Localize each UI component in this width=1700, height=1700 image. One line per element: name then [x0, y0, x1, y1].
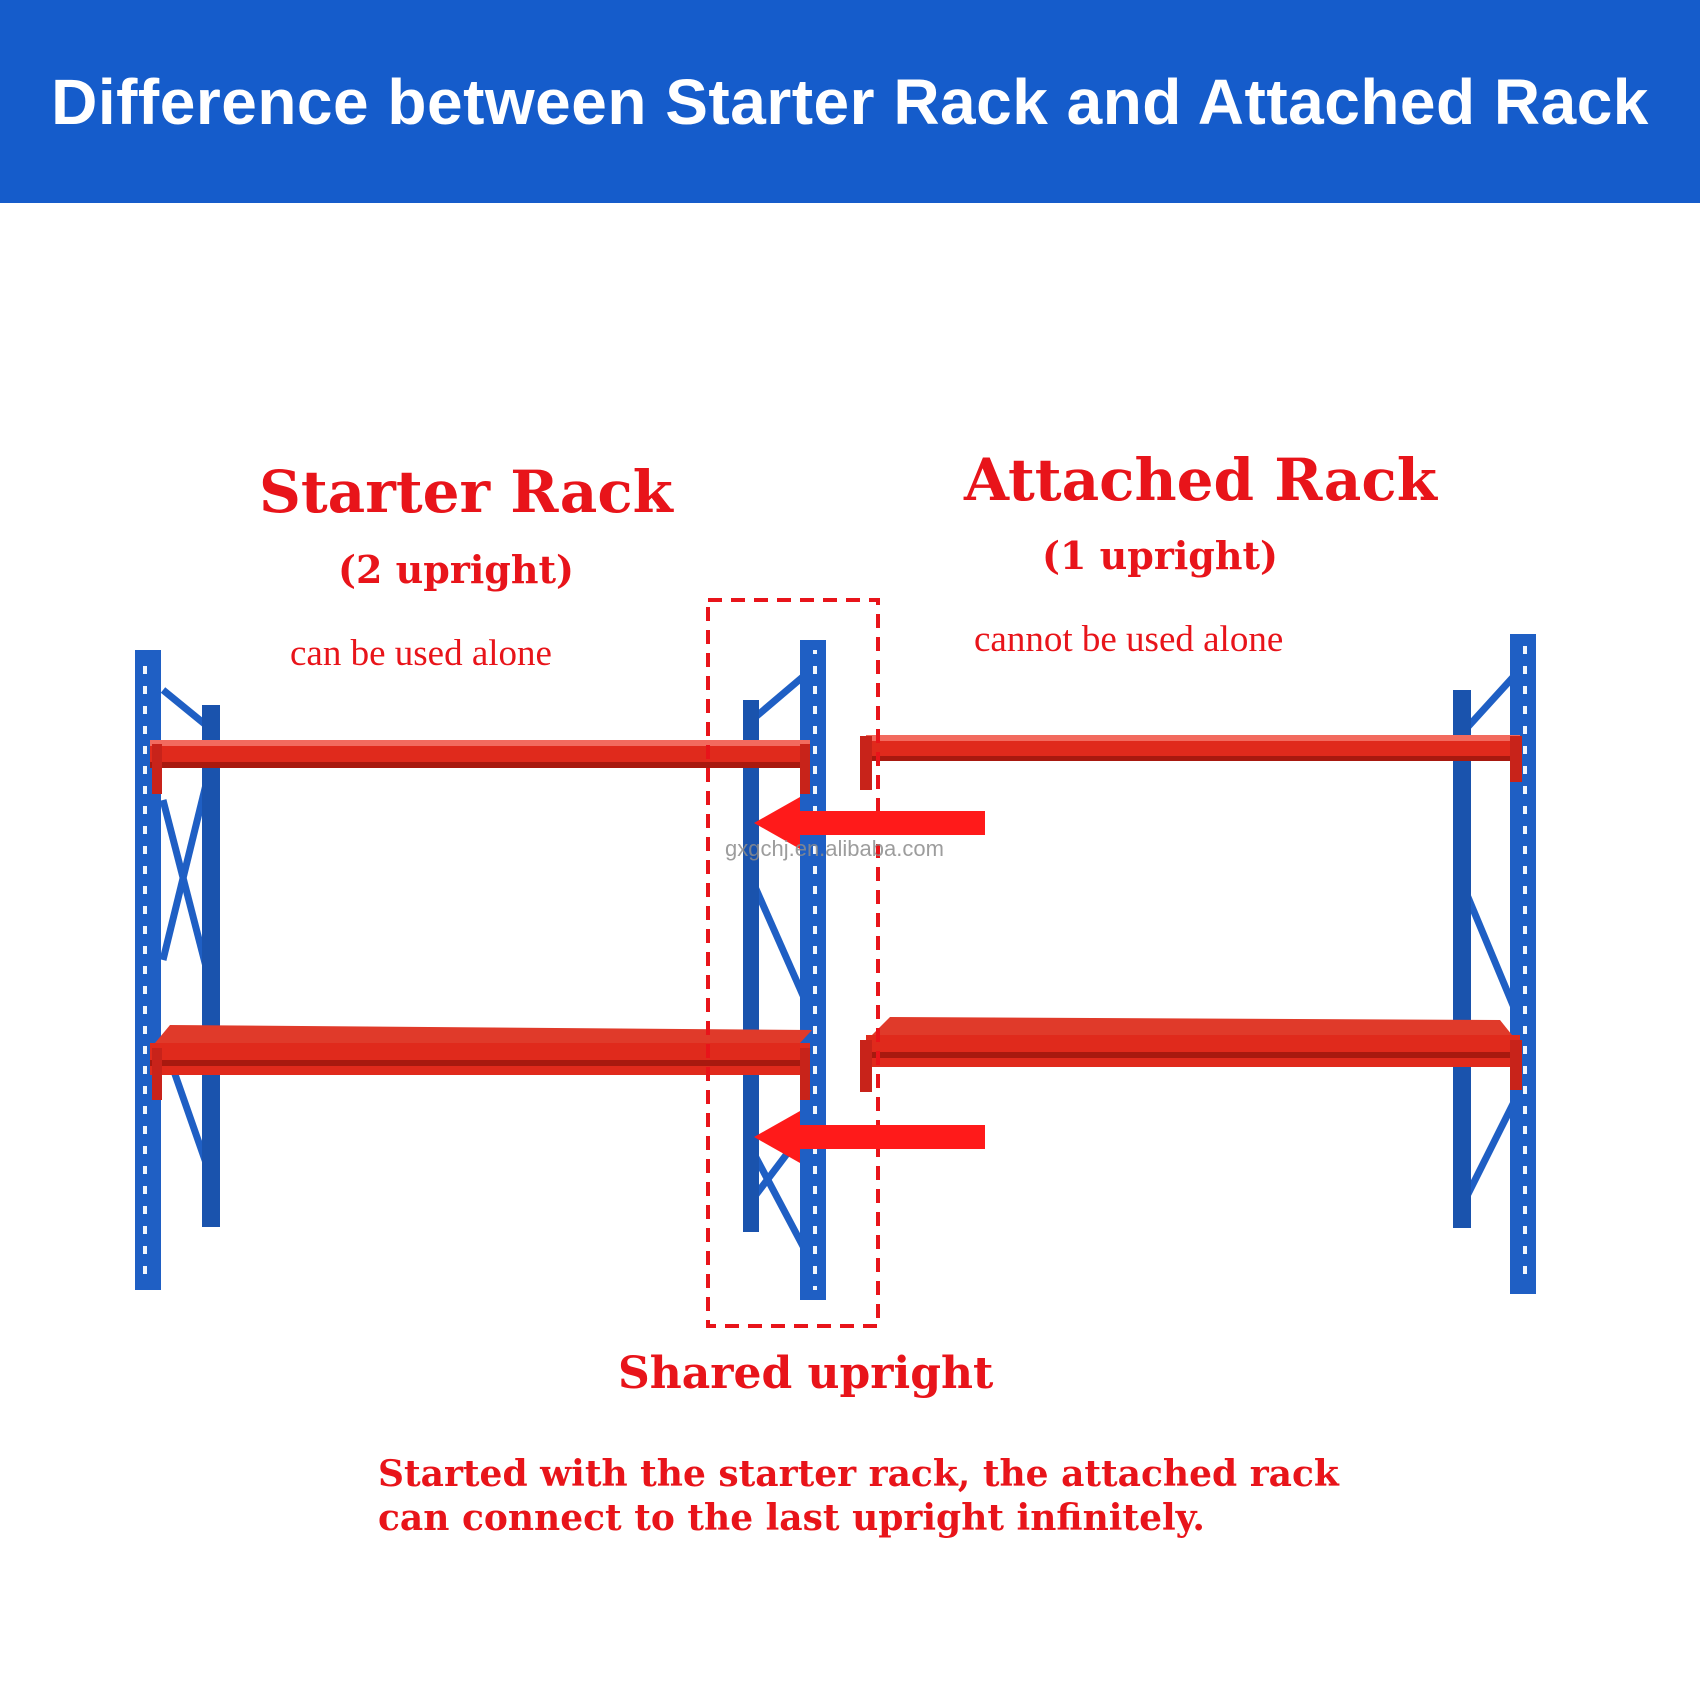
connection-note-line-2: can connect to the last upright infinite…: [378, 1497, 1205, 1539]
shared-upright-frame: [743, 640, 826, 1300]
attached-rack-note: cannot be used alone: [974, 619, 1284, 660]
attached-lower-beam: [866, 1035, 1520, 1067]
attached-right-frame: [1453, 634, 1536, 1294]
attached-deck: [872, 1017, 1512, 1035]
shared-upright-highlight: [706, 598, 880, 1328]
connection-note-line-1: Started with the starter rack, the attac…: [378, 1453, 1339, 1495]
attached-beams: [860, 735, 1522, 1092]
attached-rack-title: Attached Rack: [964, 446, 1437, 514]
starter-rear-upright: [202, 705, 220, 1227]
attached-rack-subtitle: (1 upright): [1042, 533, 1279, 578]
connection-note: Started with the starter rack, the attac…: [378, 1452, 1358, 1540]
arrow-upper: [754, 797, 985, 849]
attached-rear-upright: [1453, 690, 1471, 1228]
starter-rack-subtitle: (2 upright): [338, 547, 575, 592]
starter-lower-beam: [150, 1043, 810, 1075]
watermark-text: gxgchj.en.alibaba.com: [725, 836, 944, 861]
header-banner: Difference between Starter Rack and Atta…: [0, 0, 1700, 203]
starter-beams: [150, 740, 812, 1100]
arrow-lower: [754, 1111, 985, 1163]
shared-rear-upright: [743, 700, 759, 1232]
shared-upright-label: Shared upright: [618, 1348, 994, 1399]
page-title: Difference between Starter Rack and Atta…: [51, 65, 1649, 138]
starter-rack-title: Starter Rack: [259, 458, 673, 526]
starter-rack-note: can be used alone: [290, 633, 552, 674]
starter-deck: [155, 1025, 812, 1043]
